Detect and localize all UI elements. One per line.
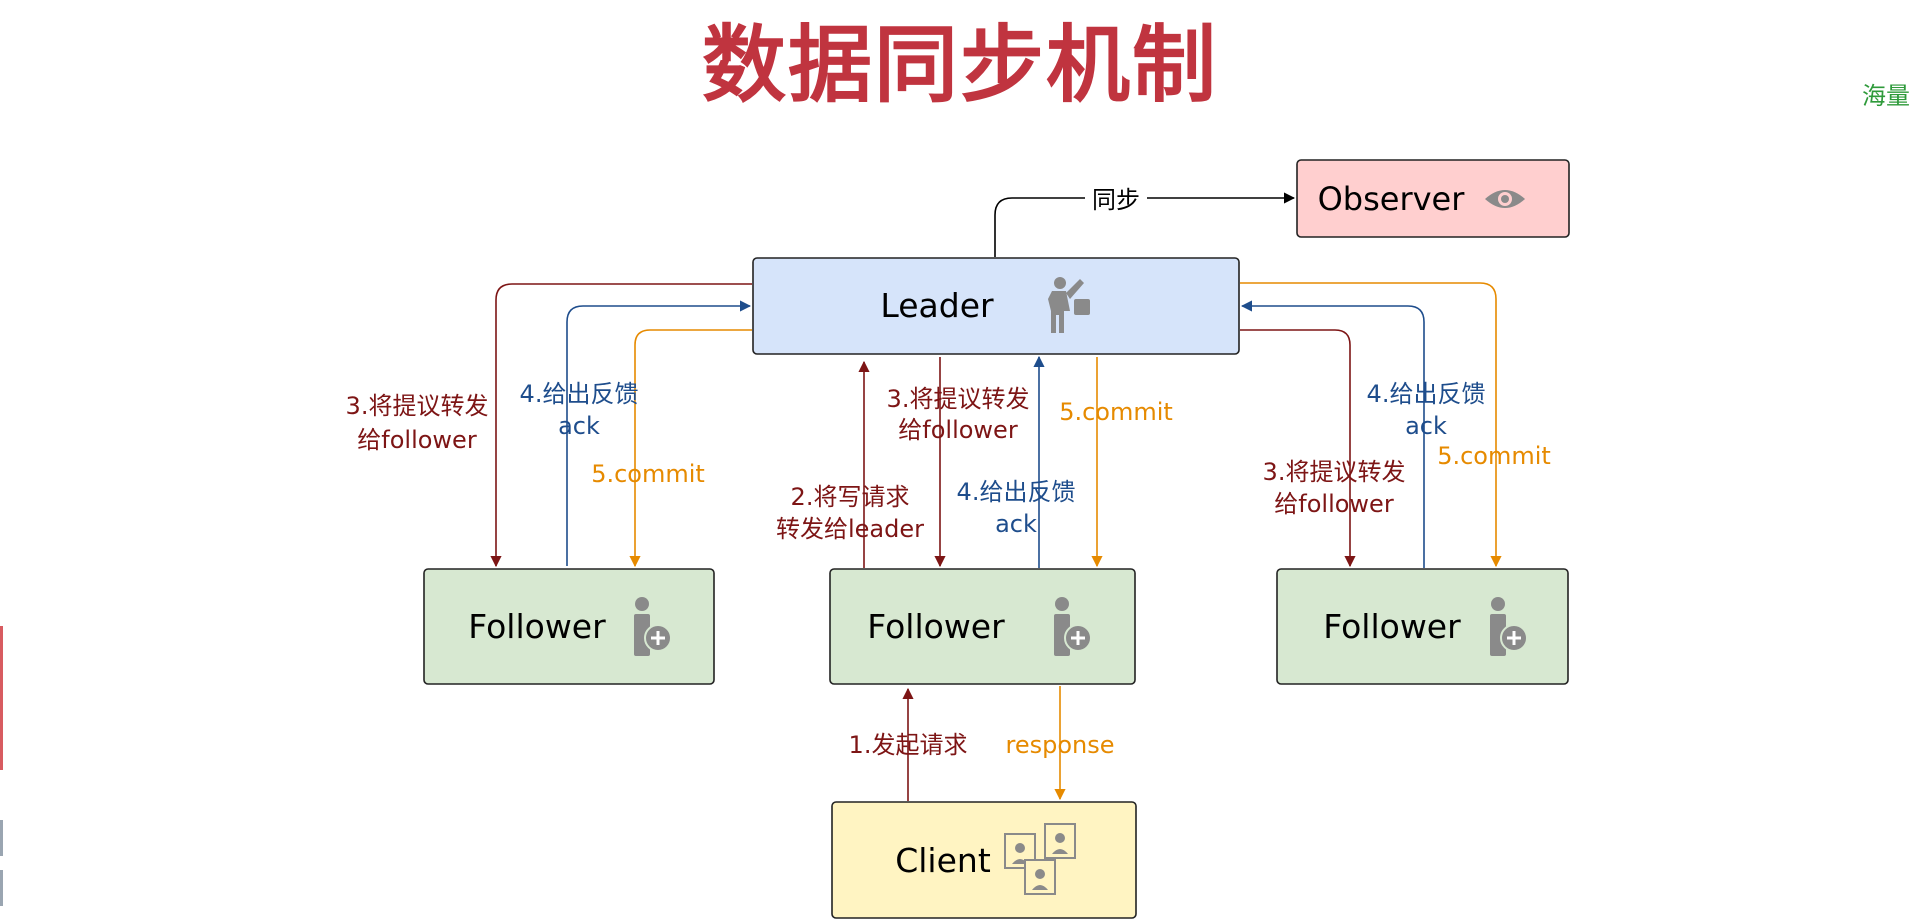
edge-label-line: 5.commit — [591, 460, 705, 488]
observer-node: Observer — [1296, 159, 1570, 238]
leader-figure-icon — [1048, 277, 1090, 333]
leader-label: Leader — [880, 286, 994, 325]
edge-ack-right — [1240, 300, 1425, 568]
edge-label-line: 4.给出反馈 — [520, 380, 639, 408]
edge-label-ack-left: 4.给出反馈 ack — [520, 380, 639, 440]
follower-right-label: Follower — [1323, 607, 1461, 646]
follower-left-node: Follower — [423, 568, 715, 685]
left-edge-bar — [0, 626, 3, 770]
edge-label-line: 3.将提议转发 — [346, 392, 489, 420]
edge-label-line: 3.将提议转发 — [887, 385, 1030, 413]
edge-commit-left — [629, 329, 752, 568]
follower-center-node: Follower — [829, 568, 1136, 685]
edge-label-commit-left: 5.commit — [591, 460, 705, 488]
edge-propose-right — [1240, 329, 1356, 568]
left-edge-tick — [0, 870, 3, 906]
follower-center-label: Follower — [867, 607, 1005, 646]
edge-label-line: 4.给出反馈 — [957, 478, 1076, 506]
edge-label-commit-center: 5.commit — [1059, 398, 1173, 426]
observer-label: Observer — [1318, 180, 1466, 218]
left-edge-tick — [0, 820, 3, 856]
client-node: Client — [831, 801, 1137, 919]
edge-label-line: 3.将提议转发 — [1263, 458, 1406, 486]
edge-label-sync: 同步 — [1092, 186, 1140, 214]
client-label: Client — [895, 841, 991, 880]
slide-title: 数据同步机制 — [701, 16, 1218, 114]
corner-text: 海量 — [1862, 82, 1910, 110]
edge-label-line: ack — [1405, 412, 1447, 440]
edge-label-ack-center: 4.给出反馈 ack — [957, 478, 1076, 538]
edge-label-response: response — [1005, 731, 1114, 759]
eye-icon — [1485, 190, 1525, 208]
follower-right-node: Follower — [1276, 568, 1569, 685]
follower-left-label: Follower — [468, 607, 606, 646]
edge-label-line: 1.发起请求 — [849, 731, 968, 759]
edge-ack-left — [566, 300, 752, 566]
edge-label-request: 1.发起请求 — [849, 731, 968, 759]
edge-label-forward-write: 2.将写请求 转发给leader — [776, 483, 924, 543]
edge-propose-left — [490, 283, 752, 568]
edge-sync-leader-observer — [994, 192, 1296, 257]
edge-label-propose-center: 3.将提议转发 给follower — [887, 385, 1030, 444]
edge-label-ack-right: 4.给出反馈 ack — [1367, 380, 1486, 440]
edge-label-commit-right: 5.commit — [1437, 442, 1551, 470]
edge-label-line: 5.commit — [1059, 398, 1173, 426]
user-add-icon — [1054, 597, 1092, 656]
leader-node: Leader — [752, 257, 1240, 355]
edge-label-line: 4.给出反馈 — [1367, 380, 1486, 408]
edge-label-propose-right: 3.将提议转发 给follower — [1263, 458, 1406, 518]
edge-label-line: ack — [995, 510, 1037, 538]
edge-label-line: 给follower — [357, 426, 477, 454]
edge-label-line: response — [1005, 731, 1114, 759]
user-add-icon — [1490, 597, 1528, 656]
edge-label-propose-left: 3.将提议转发 给follower — [346, 392, 489, 454]
edge-label-line: 5.commit — [1437, 442, 1551, 470]
edge-commit-right — [1240, 282, 1502, 568]
edge-label-line: ack — [558, 412, 600, 440]
user-add-icon — [634, 597, 672, 656]
edge-label-line: 2.将写请求 — [791, 483, 910, 511]
edge-label-bg — [1085, 182, 1147, 214]
edge-label-line: 给follower — [898, 416, 1018, 444]
edge-label-line: 转发给leader — [776, 515, 924, 543]
edge-label-line: 给follower — [1274, 490, 1394, 518]
user-pictures-icon — [1004, 823, 1076, 895]
